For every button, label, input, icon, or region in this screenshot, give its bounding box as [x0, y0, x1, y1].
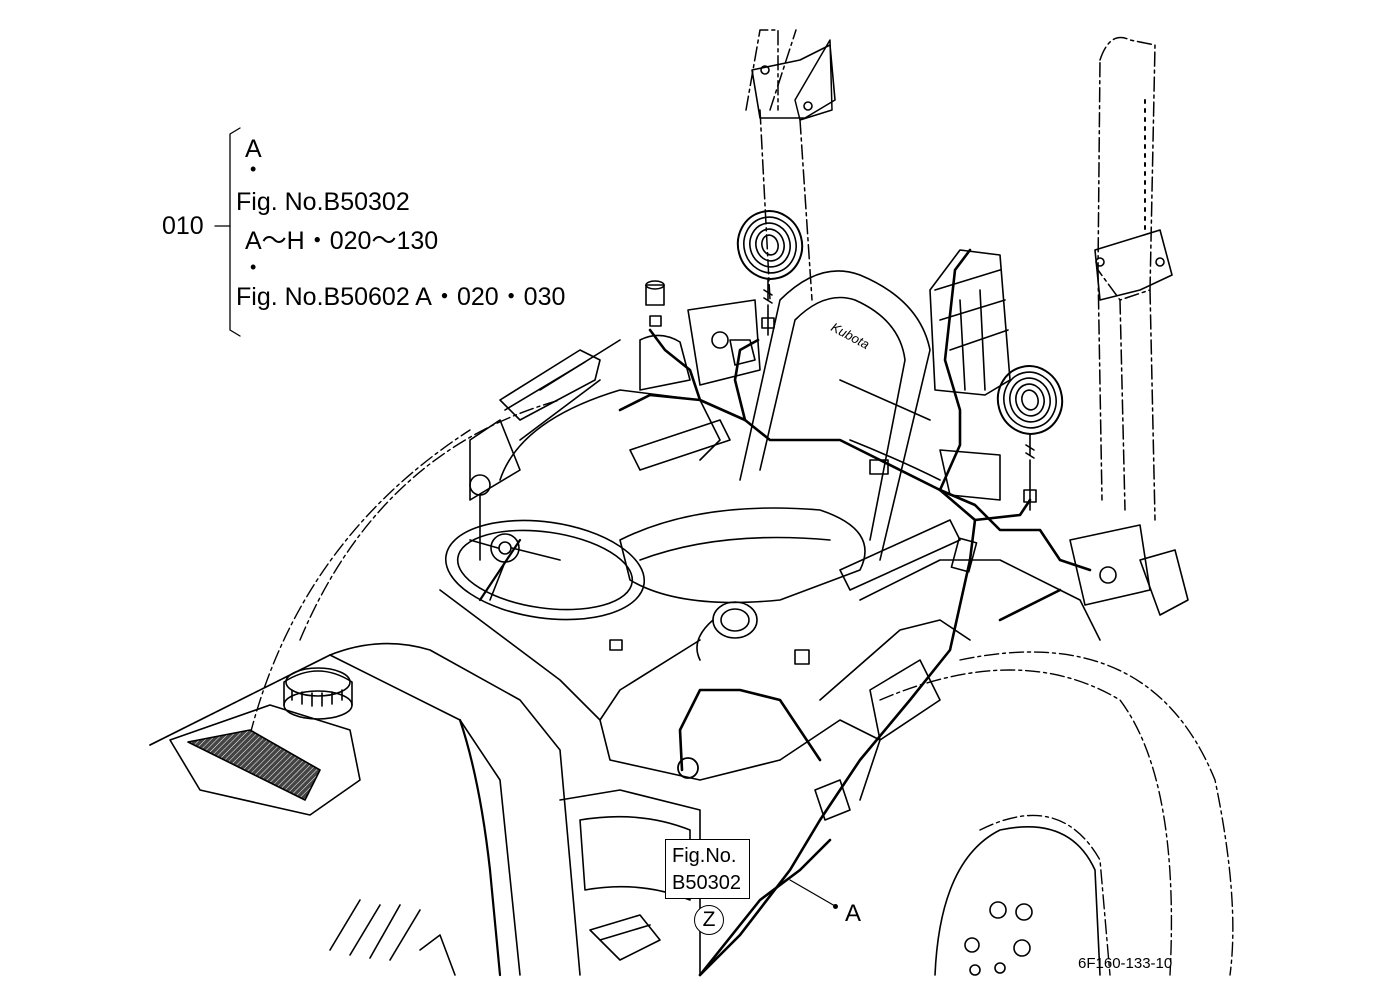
work-lamp-right	[996, 365, 1064, 511]
rops-frame	[745, 29, 1156, 521]
connection-marker-z: Z	[694, 905, 724, 935]
leader-line-a	[789, 879, 836, 907]
rear-tire	[879, 651, 1234, 976]
switch-connector	[639, 280, 691, 391]
dashboard	[439, 389, 781, 781]
hood	[149, 642, 581, 977]
point-a-dot	[833, 904, 838, 909]
seat-brand-logo: Kubota	[829, 319, 872, 352]
radiator-cap	[696, 601, 758, 661]
rear-panel	[929, 249, 1011, 396]
fuel-cap	[283, 667, 353, 720]
rear-wheel-hub	[934, 826, 1101, 976]
callout-bracket	[214, 127, 241, 337]
figure-reference-box: Fig.No. B50302	[665, 839, 750, 899]
ref-box-line-1: Fig.No.	[672, 845, 737, 867]
point-a-label: A	[845, 900, 862, 927]
seat	[619, 270, 941, 604]
callout-line-5: •	[250, 257, 257, 277]
hood-grille	[187, 729, 321, 801]
callout-line-2: •	[250, 159, 257, 179]
diagram-code: 6F160-133-10	[1078, 955, 1173, 972]
left-fender-handle	[499, 339, 621, 441]
harness-connectors	[609, 459, 978, 821]
rear-lamp-left	[687, 299, 761, 386]
rops-brackets	[751, 44, 1173, 301]
ref-box-line-2: B50302	[672, 872, 741, 894]
callout-line-6: Fig. No.B50602 A・020・030	[236, 283, 566, 311]
armrests	[629, 419, 1001, 591]
rear-lamp-right	[1069, 524, 1189, 616]
side-vents	[329, 899, 456, 976]
callout-line-4: A～H・020～130	[245, 227, 439, 255]
wiring-harness	[618, 248, 1092, 977]
callout-part-number: 010	[162, 212, 204, 240]
callout-line-3: Fig. No.B50302	[236, 188, 410, 216]
work-lamp-left	[736, 210, 804, 336]
callout-line-1: A	[245, 135, 262, 163]
steering-wheel	[444, 519, 646, 621]
